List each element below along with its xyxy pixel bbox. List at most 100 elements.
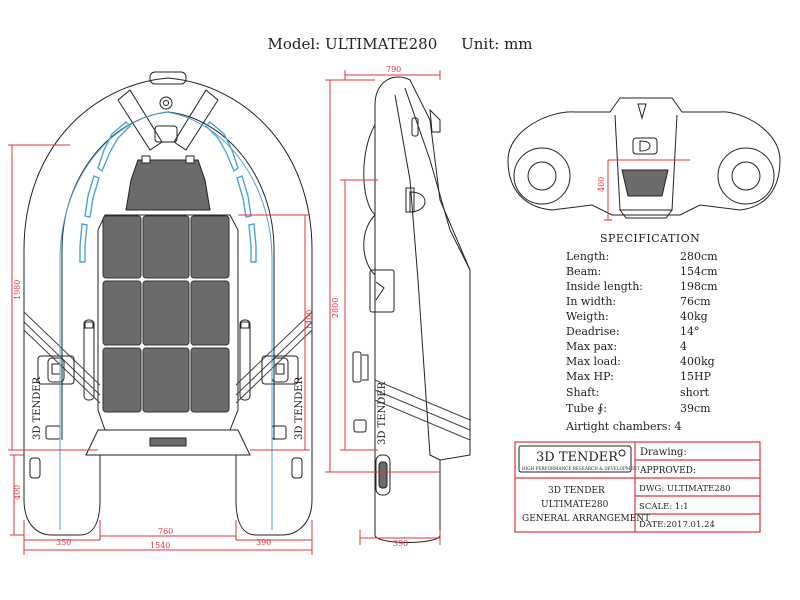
spec-label: Inside length: bbox=[566, 280, 644, 293]
side-drain bbox=[375, 454, 391, 496]
bow-handle bbox=[149, 71, 187, 85]
dim-1980: 1980 bbox=[13, 280, 22, 300]
spec-row: Max load: 400kg bbox=[566, 355, 756, 370]
dim-1540: 1540 bbox=[150, 541, 170, 550]
tb-doc: GENERAL ARRANGEMENT bbox=[522, 514, 650, 524]
front-view bbox=[507, 97, 781, 219]
top-left-branding: 3D TENDER bbox=[32, 376, 43, 440]
dim-390-side: 390 bbox=[393, 539, 408, 548]
tb-brand-sub: HIGH PERFORMANCE RESEARCH & DEVELOPMENT bbox=[522, 466, 640, 471]
spec-value: 15HP bbox=[680, 370, 711, 383]
title-block-frame bbox=[514, 441, 761, 533]
side-tube-bulges bbox=[363, 124, 376, 276]
hull-branding: 3D TENDER 3D TENDER 3D TENDER bbox=[32, 376, 388, 445]
dim-400-front: 400 bbox=[597, 177, 606, 192]
spec-label: Max pax: bbox=[566, 340, 618, 353]
tb-brand: 3D TENDER bbox=[536, 450, 619, 465]
spec-value: 40kg bbox=[680, 310, 708, 323]
dim-390-top: 390 bbox=[256, 538, 271, 547]
tb-dwg: DWG: ULTIMATE280 bbox=[639, 484, 731, 494]
top-tube-outer bbox=[23, 77, 313, 455]
top-view bbox=[23, 71, 313, 536]
side-rub-strips bbox=[374, 379, 471, 441]
spec-value: short bbox=[680, 386, 710, 399]
front-hatch bbox=[621, 169, 669, 197]
dim-760: 760 bbox=[158, 527, 173, 536]
bow-ring bbox=[159, 96, 173, 110]
dim-400-top: 400 bbox=[13, 485, 22, 500]
spec-label: Shaft: bbox=[566, 386, 600, 399]
tb-model: ULTIMATE280 bbox=[541, 500, 609, 510]
specification-title: SPECIFICATION bbox=[600, 232, 701, 245]
dim-2800: 2800 bbox=[331, 298, 340, 318]
unit-prefix: Unit: bbox=[461, 35, 500, 53]
unit-value: mm bbox=[504, 35, 533, 53]
tube-centerlines bbox=[59, 111, 273, 530]
spec-row: Length: 280cm bbox=[566, 250, 756, 265]
spec-row: Tube ∮: 39cm bbox=[566, 402, 756, 417]
spec-label: Tube ∮: bbox=[566, 402, 607, 415]
front-left-tube-inner bbox=[527, 161, 557, 191]
spec-value: 14° bbox=[680, 325, 700, 338]
title-block-text: 3D TENDER HIGH PERFORMANCE RESEARCH & DE… bbox=[522, 447, 731, 530]
bow-strap-right bbox=[173, 89, 219, 151]
tb-company: 3D TENDER bbox=[548, 486, 605, 496]
spec-value: 154cm bbox=[680, 265, 718, 278]
side-dimension-lines bbox=[325, 70, 441, 545]
left-d-ring bbox=[45, 425, 61, 440]
top-right-branding: 3D TENDER bbox=[294, 376, 305, 440]
right-oar-rest bbox=[239, 319, 251, 401]
top-dimension-lines bbox=[8, 144, 313, 555]
front-right-tube-inner bbox=[731, 161, 761, 191]
tb-scale: SCALE: 1:1 bbox=[639, 502, 689, 512]
spec-row: Max pax: 4 bbox=[566, 340, 756, 355]
tb-approved: APPROVED: bbox=[639, 466, 696, 476]
title-block-logo-box bbox=[518, 445, 632, 473]
spec-label: Weigth: bbox=[566, 310, 609, 323]
dimension-labels: 1980 1400 400 760 350 390 1540 790 2800 … bbox=[13, 65, 606, 550]
dim-1400-top: 1400 bbox=[305, 310, 314, 330]
anchor-locker bbox=[125, 159, 211, 211]
side-hull-line bbox=[394, 94, 441, 461]
bow-d-ring bbox=[154, 125, 178, 143]
front-dimension-lines bbox=[604, 159, 690, 221]
spec-row: In width: 76cm bbox=[566, 295, 756, 310]
floor-panels bbox=[102, 215, 230, 413]
spec-label: Max load: bbox=[566, 355, 621, 368]
spec-label: Length: bbox=[566, 250, 610, 263]
right-tube-tail bbox=[235, 455, 313, 536]
tb-date: DATE:2017.01.24 bbox=[639, 520, 715, 530]
spec-value: 76cm bbox=[680, 295, 711, 308]
front-left-tube-outer bbox=[513, 147, 571, 205]
front-hull bbox=[507, 97, 781, 216]
spec-value: 400kg bbox=[680, 355, 715, 368]
front-right-tube-outer bbox=[717, 147, 775, 205]
side-branding: 3D TENDER bbox=[377, 381, 388, 445]
spec-label: In width: bbox=[566, 295, 617, 308]
tb-drawing: Drawing: bbox=[640, 447, 687, 458]
dim-790: 790 bbox=[386, 65, 401, 74]
left-tube-tail bbox=[23, 455, 101, 536]
dim-350: 350 bbox=[56, 538, 71, 547]
spec-row: Shaft: short bbox=[566, 386, 756, 401]
left-oarlock bbox=[37, 355, 75, 385]
spec-value: 198cm bbox=[680, 280, 718, 293]
side-view bbox=[352, 76, 471, 543]
drawing-title: Model: ULTIMATE280 Unit: mm bbox=[0, 35, 800, 53]
spec-row: Deadrise: 14° bbox=[566, 325, 756, 340]
spec-value: 39cm bbox=[680, 402, 711, 415]
spec-row: Beam: 154cm bbox=[566, 265, 756, 280]
spec-label: Deadrise: bbox=[566, 325, 620, 338]
spec-value: 280cm bbox=[680, 250, 718, 263]
side-label-box bbox=[369, 269, 395, 313]
spec-row: Inside length: 198cm bbox=[566, 280, 756, 295]
side-tube bbox=[374, 76, 471, 543]
spec-label: Beam: bbox=[566, 265, 602, 278]
spec-label: Max HP: bbox=[566, 370, 614, 383]
model-name: ULTIMATE280 bbox=[324, 35, 438, 53]
airtight-chambers: Airtight chambers: 4 bbox=[566, 420, 682, 433]
spec-value: 4 bbox=[680, 340, 687, 353]
rub-strips bbox=[23, 311, 313, 404]
left-oar-rest bbox=[83, 319, 95, 401]
